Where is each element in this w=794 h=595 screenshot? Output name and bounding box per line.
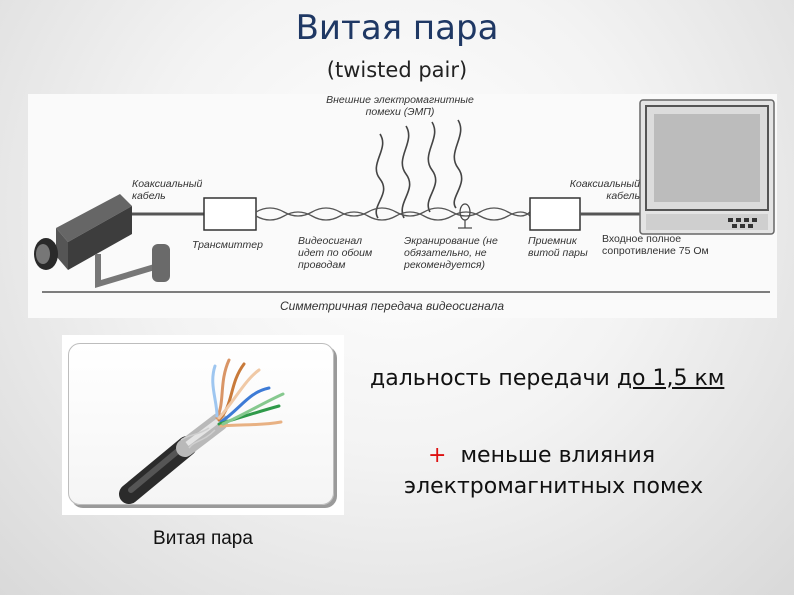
plus-icon: + xyxy=(428,443,447,468)
emi-label: Внешние электромагнитные помехи (ЭМП) xyxy=(326,94,474,118)
video-signal-label: Видеосигнал идет по обоим проводам xyxy=(298,235,373,271)
shield-ground-icon xyxy=(458,203,472,229)
cable-photo xyxy=(62,335,344,515)
twisted-pair-line xyxy=(255,207,531,221)
transmitter-box xyxy=(203,197,257,231)
photo-frame xyxy=(68,343,334,505)
diagram-drawing xyxy=(34,99,775,293)
twisted-pair-cable-icon xyxy=(119,358,285,504)
benefit-line-2: электромагнитных помех xyxy=(404,474,704,499)
transmitter-label: Трансмиттер xyxy=(192,239,263,251)
range-prefix: дальность передачи xyxy=(370,366,617,391)
receiver-box xyxy=(529,197,581,231)
slide-subtitle: (twisted pair) xyxy=(326,58,468,82)
range-value: до 1,5 км xyxy=(616,366,725,391)
interference-benefit: + меньше влияния электромагнитных помех xyxy=(404,440,703,502)
coax-left-label: Коаксиальный кабель xyxy=(132,178,203,202)
coax-right-label: Коаксиальный кабель xyxy=(569,178,640,202)
benefit-line-1: меньше влияния xyxy=(460,443,656,468)
impedance-label: Входное полное сопротивление 75 Ом xyxy=(602,233,709,257)
transmission-diagram: Внешние электромагнитные помехи (ЭМП) Ко… xyxy=(28,94,777,318)
slide-title: Витая пара xyxy=(295,8,499,48)
camera-icon xyxy=(34,194,170,289)
receiver-label: Приемник витой пары xyxy=(528,235,588,259)
photo-caption: Витая пара xyxy=(153,528,253,549)
monitor-icon xyxy=(639,99,775,235)
diagram-caption: Симметричная передача видеосигнала xyxy=(280,299,505,313)
transmission-range: дальность передачи до 1,5 км xyxy=(370,366,724,391)
shielding-label: Экранирование (не обязательно, не рекоме… xyxy=(404,235,498,271)
emi-waves-icon xyxy=(375,119,463,219)
